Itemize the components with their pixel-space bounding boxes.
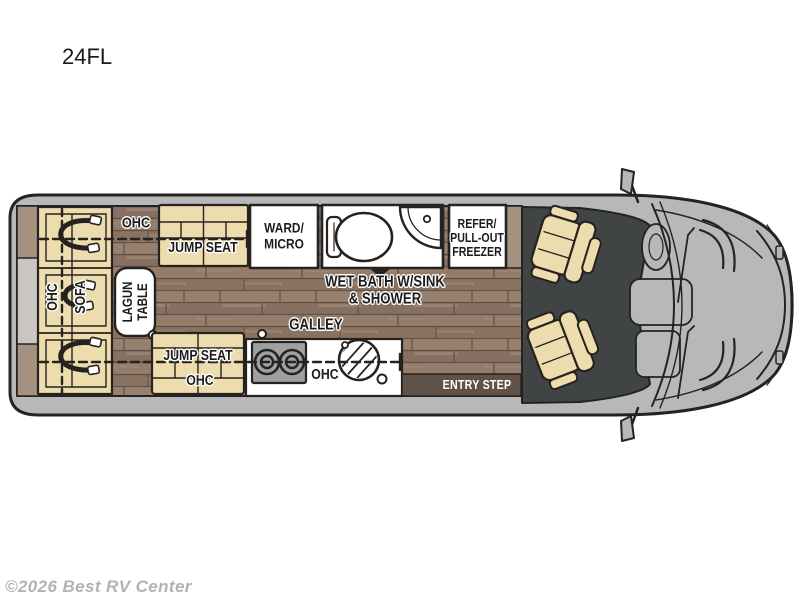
wardrobe-side-panel bbox=[505, 205, 523, 269]
seat-belt-middle bbox=[62, 282, 93, 309]
label-galley-ohc: OHC bbox=[311, 366, 339, 383]
mirror-top bbox=[620, 168, 640, 204]
front-grille-line bbox=[756, 230, 786, 380]
watermark: ©2026 Best RV Center bbox=[5, 577, 192, 596]
driver-seat bbox=[525, 310, 600, 391]
ward-micro-cabinet bbox=[248, 203, 320, 270]
entry-step-area bbox=[401, 373, 522, 397]
wet-bath-unit bbox=[320, 203, 445, 277]
passenger-seat bbox=[530, 204, 602, 284]
label-lagun-table: LAGUN TABLE bbox=[119, 281, 150, 323]
sink-drain-dot bbox=[376, 373, 388, 385]
toilet bbox=[325, 211, 394, 263]
dashboard bbox=[629, 223, 693, 378]
label-sofa-ohc: OHC bbox=[44, 283, 61, 311]
faucet-dot bbox=[422, 214, 432, 224]
label-refer-freezer: REFER/ PULL-OUT FREEZER bbox=[450, 217, 504, 259]
wet-bath-door-arrow bbox=[369, 268, 391, 277]
counter-pivot bbox=[257, 329, 267, 339]
wiper-top bbox=[677, 227, 695, 303]
center-console bbox=[629, 278, 693, 326]
label-jump-seat-bottom-ohc: OHC bbox=[186, 372, 214, 389]
headlight-bottom bbox=[775, 350, 784, 365]
steering-wheel bbox=[641, 223, 671, 271]
label-ward-micro: WARD/ MICRO bbox=[264, 219, 304, 251]
label-entry-step: ENTRY STEP bbox=[442, 378, 512, 392]
jump-seat-top-unit bbox=[157, 203, 250, 268]
refer-freezer-cabinet bbox=[447, 203, 508, 270]
sink-faucet-dot bbox=[341, 341, 349, 349]
hood-crease-top bbox=[701, 218, 736, 273]
rear-storage bbox=[16, 205, 41, 397]
lower-console bbox=[635, 330, 681, 378]
seat-belt-buckles bbox=[80, 214, 103, 376]
floorplan-model-title: 24FL bbox=[62, 44, 113, 69]
label-galley: GALLEY bbox=[289, 316, 343, 334]
headlight-top bbox=[775, 245, 784, 260]
label-jump-seat-bottom: JUMP SEAT bbox=[163, 347, 233, 364]
label-ohc-top: OHC bbox=[121, 214, 151, 232]
label-sofa: SOFA bbox=[72, 280, 89, 314]
corner-shower-sink bbox=[398, 205, 443, 250]
hood-crease-bottom bbox=[701, 337, 736, 392]
bed-extension-lines bbox=[38, 207, 402, 395]
label-jump-seat-top: JUMP SEAT bbox=[168, 239, 238, 256]
hood bbox=[655, 209, 794, 401]
jump-seat-bottom-unit bbox=[150, 331, 246, 396]
wiper-bottom bbox=[677, 325, 695, 399]
label-wet-bath: WET BATH W/SINK & SHOWER bbox=[325, 273, 445, 308]
windshield bbox=[651, 201, 695, 409]
mirror-bottom bbox=[620, 406, 640, 442]
